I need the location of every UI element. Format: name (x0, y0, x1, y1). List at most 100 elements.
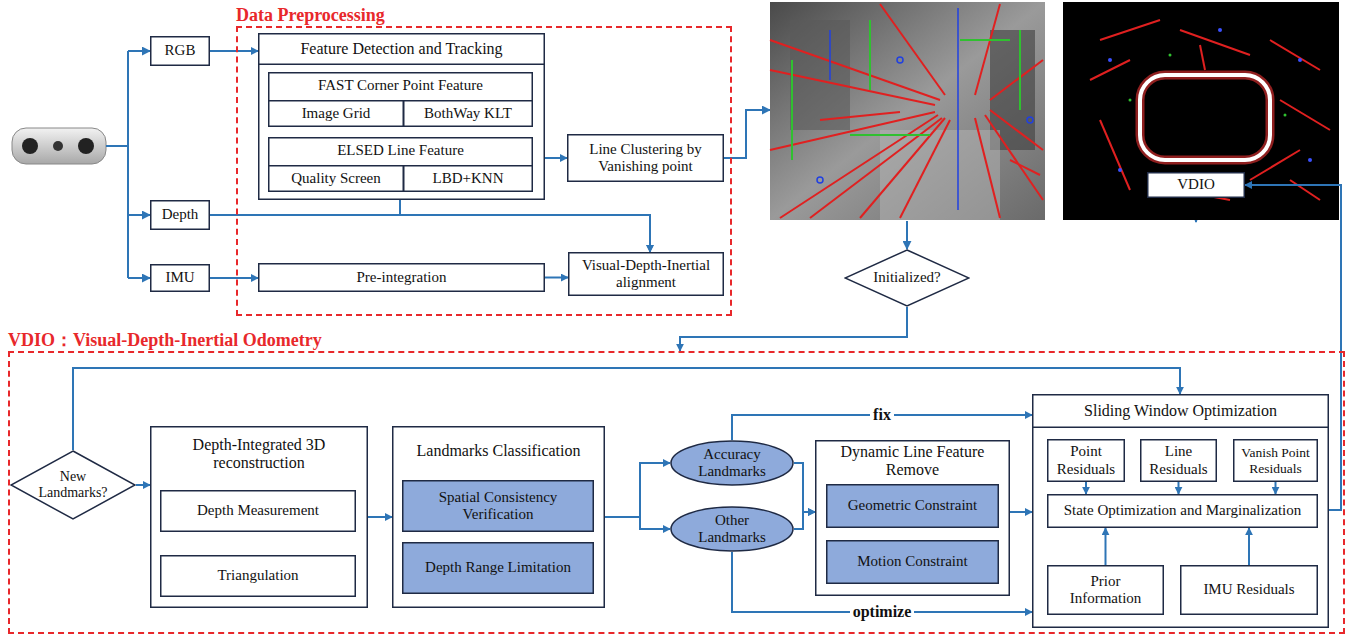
box-label: Accuracy Landmarks (686, 446, 778, 481)
box-heading: FAST Corner Point Feature (315, 77, 486, 94)
box-label: Motion Constraint (854, 553, 970, 570)
process-box: VDIO (1147, 172, 1245, 198)
graphic-part (78, 138, 94, 154)
edge-label: fix (870, 406, 894, 424)
graphic-part (1129, 99, 1132, 102)
graphic-part (770, 112, 935, 150)
box-label: IMU (162, 269, 197, 286)
process-box: Visual-Depth-Inertial alignment (568, 252, 724, 296)
graphic-part (880, 4, 945, 95)
graphic-part (1218, 28, 1222, 32)
graphic-part (1200, 45, 1205, 70)
graphic-part (975, 4, 1000, 95)
heading-area: FAST Corner Point Feature (268, 72, 533, 100)
residual-box: Point Residuals (1047, 439, 1125, 482)
graphic-part (106, 145, 128, 147)
input-box: RGB (150, 36, 210, 66)
graphic-part (1010, 160, 1040, 175)
connector (1248, 528, 1250, 565)
box-label: Image Grid (299, 105, 374, 122)
landmark-ellipse: Accuracy Landmarks (670, 440, 794, 486)
box-label: Pre-integration (354, 269, 450, 286)
landmark-ellipse: Other Landmarks (670, 506, 794, 552)
region-title: VDIO：Visual-Depth-Inertial Odometry (8, 330, 322, 350)
process-box: Depth Measurement (160, 490, 356, 532)
graphic-part (897, 57, 903, 63)
graphic-part (780, 115, 938, 218)
heading-area: Depth-Integrated 3D reconstruction (150, 426, 368, 482)
decision-diamond: Initialized? (844, 249, 970, 307)
connector (368, 516, 392, 518)
ellipse-shape (671, 507, 793, 551)
box-label: Depth Measurement (194, 502, 322, 519)
graphic-part (1027, 117, 1033, 123)
graphic-part (1129, 54, 1287, 182)
box-label: Other Landmarks (686, 512, 778, 547)
check-box: Motion Constraint (826, 540, 999, 584)
graphic-part (1063, 2, 1339, 220)
heading-area: Feature Detection and Tracking (258, 33, 545, 65)
box-label: BothWay KLT (421, 105, 515, 122)
box-label: Geometric Constraint (845, 497, 981, 514)
decision-diamond: New Landmarks? (10, 450, 136, 520)
feature-group: FAST Corner Point FeatureImage Grid BothW… (268, 72, 533, 127)
connector (794, 463, 815, 512)
graphic-part (791, 60, 793, 160)
graphic-part (1180, 30, 1250, 55)
diamond-shape (11, 451, 135, 519)
box-label: Quality Screen (288, 170, 384, 187)
feature-photo (770, 2, 1045, 220)
graphic-part (817, 177, 823, 183)
box-label: Depth (159, 206, 202, 223)
connector (400, 200, 650, 252)
graphic-part (770, 4, 1043, 218)
connector (1105, 528, 1107, 565)
connector (1275, 482, 1277, 494)
box-label: Visual-Depth-Inertial alignment (571, 257, 721, 292)
process-box: BothWay KLT (403, 100, 533, 127)
optimizer-group: Sliding Window OptimizationPoint Residua… (1032, 394, 1329, 628)
process-box: LBD+KNN (403, 165, 533, 192)
box-label: RGB (162, 42, 199, 59)
graphic-part (1108, 28, 1312, 197)
graphic-part (12, 128, 106, 164)
ellipse-shape (671, 441, 793, 485)
vdio-region: VDIO：Visual-Depth-Inertial OdometryNew L… (8, 351, 1345, 634)
graphic-part (1100, 20, 1160, 40)
residual-box: Line Residuals (1140, 439, 1217, 482)
graphic-part (128, 277, 150, 279)
box-label: Point Residuals (1050, 443, 1122, 478)
process-group: Dynamic Line Feature RemoveGeometric Con… (815, 440, 1010, 596)
feature-group: ELSED Line FeatureQuality ScreenLBD+KNN (268, 137, 533, 192)
process-box: Image Grid (268, 100, 404, 127)
box-label: Line Residuals (1143, 443, 1214, 478)
graphic-part (960, 39, 1010, 41)
box-label: IMU Residuals (1200, 581, 1297, 598)
graphic-part (1140, 75, 1270, 160)
connector (545, 277, 568, 279)
input-box: IMU (150, 264, 210, 292)
point-cloud-map (1063, 2, 1339, 220)
graphic-part (128, 214, 150, 216)
connector (210, 215, 650, 252)
connector (210, 50, 258, 52)
connector (1178, 482, 1180, 494)
heading-area: Dynamic Line Feature Remove (815, 440, 1010, 482)
graphic-part (1019, 30, 1021, 110)
check-box: Spatial Consistency Verification (402, 480, 594, 532)
edge-label: optimize (850, 603, 915, 621)
process-box: Line Clustering by Vanishing point (567, 134, 724, 182)
connector (210, 277, 258, 279)
graphic-part (1308, 158, 1312, 162)
box-label: Triangulation (214, 567, 301, 584)
graphic-part (1100, 120, 1130, 190)
region-title: Data Preprocessing (236, 5, 385, 25)
process-box: Triangulation (160, 555, 356, 597)
graphic-part (1250, 150, 1300, 180)
connector (605, 463, 670, 517)
graphic-part (1090, 60, 1130, 80)
graphic-part (860, 118, 945, 218)
